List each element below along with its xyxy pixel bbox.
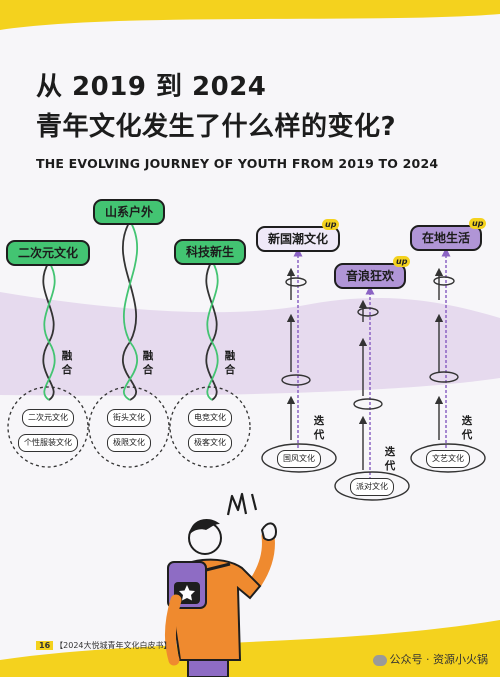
iteration-spiral-1 [261,247,337,473]
fusion-source-2b: 极限文化 [107,434,151,452]
iteration-tag-3: 在地生活 [409,225,483,251]
fusion-helix-1 [7,261,89,468]
iteration-label-3: 迭代 [461,415,473,441]
iteration-spiral-3 [410,247,486,473]
fusion-tag-2: 山系户外 [92,199,166,225]
up-badge-1: up [322,219,340,230]
iteration-source-1: 国风文化 [277,450,321,468]
iteration-tag-2: 音浪狂欢 [333,263,407,289]
page-number: 16 [36,641,54,650]
fusion-tag-1: 二次元文化 [5,240,91,266]
fusion-helix-2 [88,220,170,468]
subtitle: THE EVOLVING JOURNEY OF YOUTH FROM 2019 … [36,156,439,171]
wechat-icon [372,654,387,666]
fusion-source-1b: 个性服装文化 [18,434,78,452]
iteration-tag-1: 新国潮文化 [255,226,341,252]
fusion-label-2: 融合 [142,350,154,376]
publication-name: 【2024大悦城青年文化白皮书】 [55,641,172,650]
fusion-label-3: 融合 [224,350,236,376]
title-line-1: 从 2019 到 2024 [36,72,267,102]
iteration-spiral-2 [334,285,410,501]
up-badge-3: up [469,218,487,229]
iteration-source-3: 文艺文化 [426,450,470,468]
fusion-source-3a: 电竞文化 [188,409,232,427]
iteration-label-2: 迭代 [384,446,396,472]
fusion-source-3b: 极客文化 [188,434,232,452]
top-yellow-band [0,0,500,30]
fusion-source-1a: 二次元文化 [22,409,74,427]
youth-character-illustration [164,492,278,677]
fusion-label-1: 融合 [61,350,73,376]
fusion-helix-3 [169,260,251,468]
watermark-text: 公众号 · 资源小火锅 [389,653,489,666]
iteration-label-1: 迭代 [313,415,325,441]
title-line-2: 青年文化发生了什么样的变化? [36,112,397,142]
iteration-source-2: 派对文化 [350,478,394,496]
fusion-source-2a: 街头文化 [107,409,151,427]
watermark: 公众号 · 资源小火锅 [372,651,489,667]
footer: 16 【2024大悦城青年文化白皮书】 [36,640,172,651]
up-badge-2: up [393,256,411,267]
fusion-tag-3: 科技新生 [173,239,247,265]
